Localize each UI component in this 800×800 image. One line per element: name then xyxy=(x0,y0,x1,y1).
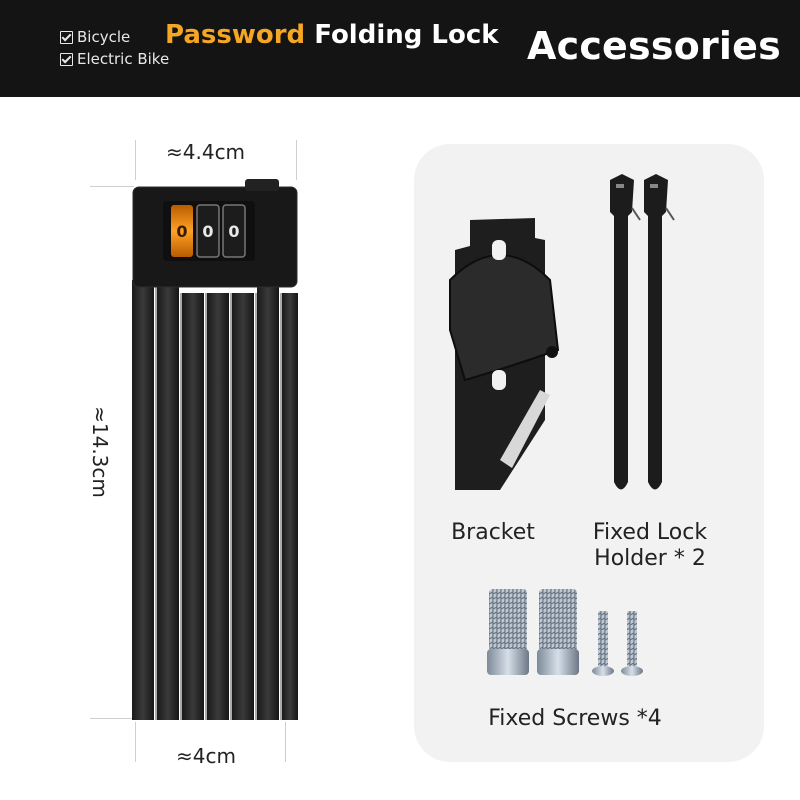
screws-label: Fixed Screws *4 xyxy=(488,706,662,731)
dimension-height: ≈14.3cm xyxy=(88,406,112,498)
bracket-label: Bracket xyxy=(451,520,535,545)
feature-bicycle: Bicycle xyxy=(60,28,130,46)
feature-label: Bicycle xyxy=(77,28,131,46)
accessories-heading: Accessories xyxy=(527,24,781,68)
holder-label-line1: Fixed Lock xyxy=(592,520,708,545)
checkbox-icon xyxy=(60,30,73,44)
dim-guide-right xyxy=(296,140,297,180)
code-digit: 0 xyxy=(176,222,187,241)
combination-wheel-1 xyxy=(171,205,193,257)
product-title: Password Folding Lock xyxy=(165,20,499,50)
lock-bars xyxy=(132,280,298,720)
screws-image xyxy=(487,589,643,676)
checkbox-icon xyxy=(60,52,73,66)
dim-guide-left xyxy=(135,140,136,180)
title-rest: Folding Lock xyxy=(314,20,499,50)
holder-label-line2: Holder * 2 xyxy=(594,546,706,571)
lock-holder-straps-image xyxy=(610,174,675,490)
title-accent: Password xyxy=(165,20,306,50)
dim-guide-left-bottom xyxy=(135,722,136,762)
feature-electric-bike: Electric Bike xyxy=(60,50,169,68)
dim-guide-top xyxy=(90,186,134,187)
code-digit: 0 xyxy=(202,222,213,241)
header-banner: Bicycle Electric Bike Password Folding L… xyxy=(0,0,800,97)
dim-guide-right-bottom xyxy=(285,722,286,762)
lock-latch xyxy=(245,179,279,191)
folding-lock-image: 0 0 0 xyxy=(132,179,298,720)
code-digit: 0 xyxy=(228,222,239,241)
feature-label: Electric Bike xyxy=(77,50,170,68)
bracket-image xyxy=(449,218,560,490)
dimension-width-top: ≈4.4cm xyxy=(166,140,246,164)
combination-wheel-3 xyxy=(222,204,246,258)
dimension-width-bottom: ≈4cm xyxy=(176,744,236,768)
dim-guide-bottom xyxy=(90,718,134,719)
combination-wheel-2 xyxy=(196,204,220,258)
